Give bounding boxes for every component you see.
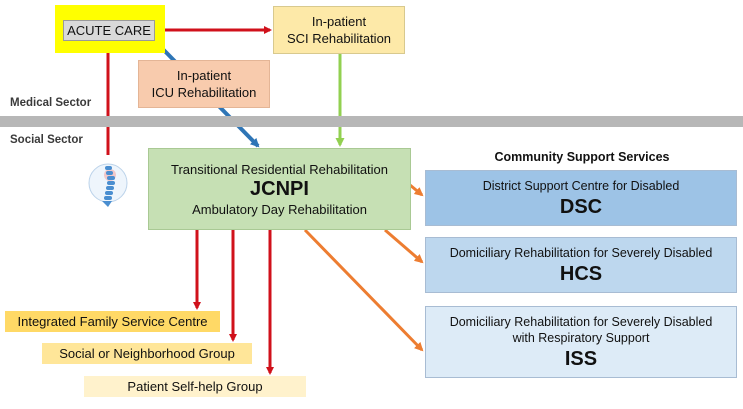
jcnpi-line1: Transitional Residential Rehabilitation [170, 161, 389, 177]
service-hcs-description: Domiciliary Rehabilitation for Severely … [449, 245, 713, 260]
arrow-jcnpi-to-iss [303, 228, 424, 352]
service-iss-description-line2: with Respiratory Support [512, 330, 650, 345]
arrow-jcnpi-to-hcs [384, 228, 424, 264]
acute-care-label: ACUTE CARE [67, 23, 151, 38]
sector-divider [0, 116, 743, 127]
sci-rehab-line1: In-patient [311, 14, 367, 29]
icu-rehab-node: In-patient ICU Rehabilitation [138, 60, 270, 108]
spine-icon [88, 163, 128, 207]
jcnpi-acronym: JCNPI [250, 177, 309, 200]
service-dsc-acronym: DSC [559, 195, 603, 218]
jcnpi-line3: Ambulatory Day Rehabilitation [192, 201, 367, 217]
group-integrated-family-service-centre: Integrated Family Service Centre [5, 311, 220, 332]
acute-care-node: ACUTE CARE [63, 20, 155, 41]
service-iss: Domiciliary Rehabilitation for Severely … [425, 306, 737, 378]
group-patient-self-help: Patient Self-help Group [84, 376, 306, 397]
service-iss-acronym: ISS [564, 347, 598, 370]
service-iss-description-line1: Domiciliary Rehabilitation for Severely … [449, 314, 713, 329]
icu-rehab-line1: In-patient [176, 68, 232, 83]
sci-rehab-node: In-patient SCI Rehabilitation [273, 6, 405, 54]
service-hcs-acronym: HCS [559, 262, 603, 285]
group-label: Social or Neighborhood Group [59, 346, 235, 361]
arrow-jcnpi-to-dsc [409, 183, 424, 197]
service-hcs: Domiciliary Rehabilitation for Severely … [425, 237, 737, 293]
group-label: Patient Self-help Group [127, 379, 263, 394]
jcnpi-node: Transitional Residential Rehabilitation … [148, 148, 411, 230]
group-social-neighborhood: Social or Neighborhood Group [42, 343, 252, 364]
community-support-title: Community Support Services [494, 150, 670, 164]
social-sector-label: Social Sector [10, 134, 83, 146]
medical-sector-label: Medical Sector [10, 97, 92, 109]
service-dsc-description: District Support Centre for Disabled [482, 178, 680, 193]
sci-rehab-line2: SCI Rehabilitation [286, 31, 392, 46]
service-dsc: District Support Centre for Disabled DSC [425, 170, 737, 226]
icu-rehab-line2: ICU Rehabilitation [151, 85, 257, 100]
group-label: Integrated Family Service Centre [17, 314, 208, 329]
